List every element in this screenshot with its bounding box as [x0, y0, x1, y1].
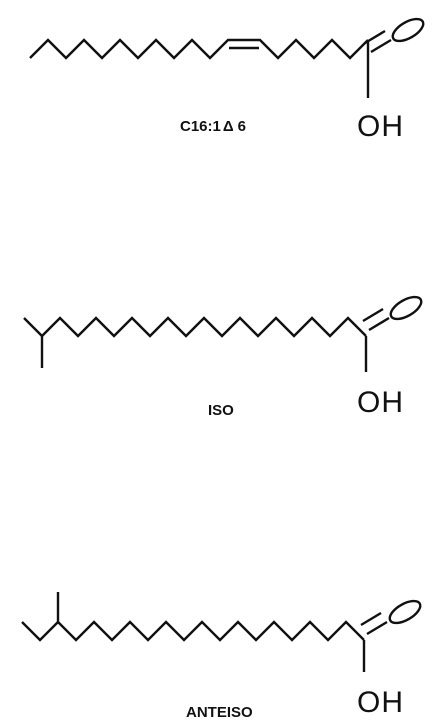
oxygen-atom-1: [391, 17, 425, 43]
oxygen-atom-2: [389, 295, 423, 321]
hydroxyl-label-3: OH: [357, 686, 404, 719]
carbonyl-bond-3b: [366, 620, 388, 636]
carbonyl-bond-2b: [368, 316, 390, 332]
carbonyl-bond-3: [360, 611, 382, 627]
carbonyl-bond-2: [362, 307, 384, 323]
oxygen-atom-3: [388, 599, 422, 625]
carbon-chain-2: [23, 316, 367, 338]
carbonyl-bond-1b: [370, 38, 392, 54]
hydroxyl-label-1: OH: [357, 110, 404, 143]
carbon-chain-3: [21, 620, 365, 642]
hydroxyl-label-2: OH: [357, 386, 404, 419]
caption-anteiso: ANTEISO: [186, 704, 253, 721]
structure-iso: OH ISO: [23, 295, 423, 419]
caption-iso: ISO: [208, 402, 234, 419]
carbon-chain-1: [29, 38, 369, 60]
structure-anteiso: OH ANTEISO: [21, 592, 422, 721]
